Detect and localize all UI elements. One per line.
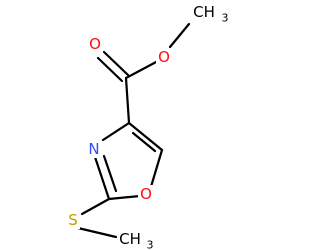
sulfur-methyl-bond	[76, 226, 118, 239]
c2-sulfur-bond	[80, 197, 111, 216]
atom-labels: O O CH 3 N O S CH 3	[66, 3, 229, 250]
ring-c2-n3-bond	[93, 155, 111, 201]
carbonyl-double-bond-2	[96, 56, 124, 83]
ring-c5-o1-bond	[148, 148, 164, 192]
carbonyl-double-bond-1	[102, 50, 130, 77]
ring-c2-n3-double	[102, 154, 118, 193]
ester-methyl-bond	[168, 22, 191, 49]
ring-oxygen-label: O	[140, 185, 152, 203]
ester-oxygen-label: O	[158, 48, 170, 66]
sulfur-label: S	[68, 211, 78, 229]
molecule-structure: O O CH 3 N O S CH 3	[66, 3, 229, 250]
ring-nitrogen-label: N	[88, 140, 99, 158]
carbonyl-ring-bond	[124, 76, 131, 125]
ester-methyl-subscript: 3	[222, 12, 229, 25]
bonds	[76, 22, 191, 239]
thio-methyl-label: CH 3	[119, 230, 153, 250]
ring-o1-c2-bond	[107, 194, 142, 201]
ester-oxygen-bond	[124, 59, 160, 80]
ring-c4-c5-double	[131, 131, 157, 153]
thio-methyl-subscript: 3	[147, 239, 154, 250]
thio-methyl-carbon: CH	[119, 230, 141, 248]
ring-c4-c5-bond	[127, 121, 164, 152]
ester-methyl-label: CH 3	[193, 3, 228, 25]
ring-n3-c4-bond	[101, 121, 131, 142]
ester-methyl-carbon: CH	[193, 3, 215, 21]
carbonyl-oxygen-label: O	[89, 35, 101, 53]
